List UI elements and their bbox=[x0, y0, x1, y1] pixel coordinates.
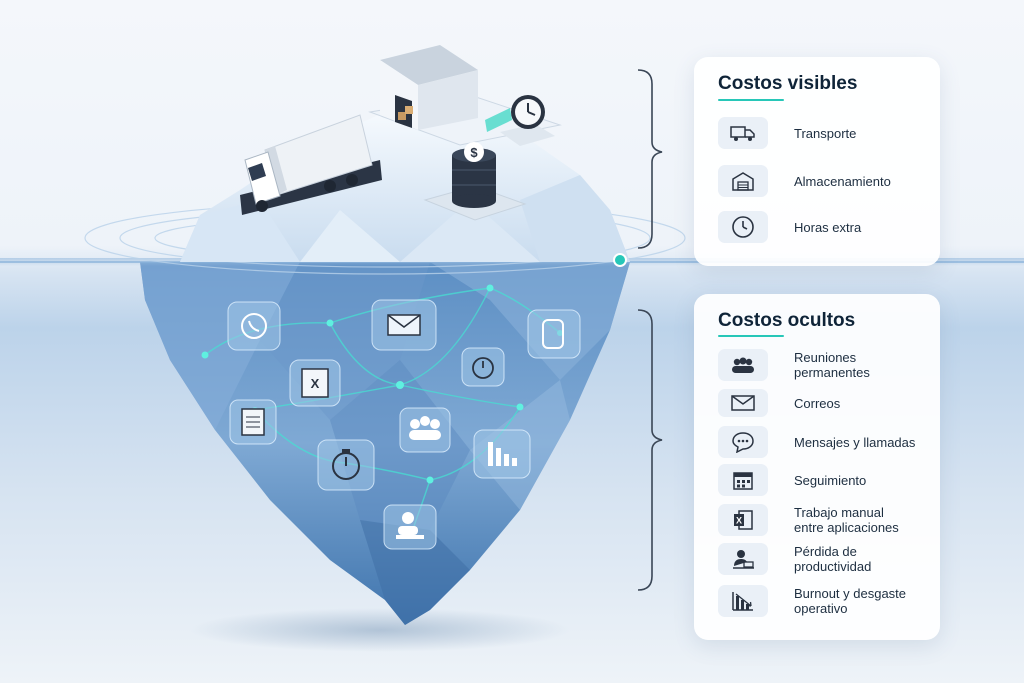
stopwatch-tile bbox=[317, 439, 375, 491]
visible-title-underline bbox=[718, 99, 784, 101]
hidden-costs-title: Costos ocultos bbox=[718, 310, 856, 331]
phone-tile bbox=[527, 309, 581, 359]
hidden-item-label: Pérdida de productividad bbox=[794, 544, 872, 574]
excel-tile: X bbox=[289, 359, 341, 407]
underwater-tiles: X bbox=[227, 299, 581, 550]
person-laptop-icon bbox=[396, 512, 424, 539]
hidden-costs-card: Costos ocultos Reuniones permanentes Cor… bbox=[694, 294, 940, 640]
hidden-item-label: Seguimiento bbox=[794, 472, 867, 488]
visible-costs-card: Costos visibles Transporte Almacenamient… bbox=[694, 57, 940, 266]
hidden-item-label: Trabajo manual entre aplicaciones bbox=[794, 505, 899, 535]
person-laptop-tile bbox=[383, 504, 437, 550]
document-tile bbox=[229, 399, 277, 445]
chat-bubble-icon bbox=[718, 426, 768, 458]
hidden-item-label: Burnout y desgaste operativo bbox=[794, 586, 907, 616]
visible-item-horas-extra: Horas extra bbox=[718, 211, 861, 243]
envelope-icon bbox=[387, 314, 421, 336]
people-icon bbox=[718, 349, 768, 381]
envelope-icon bbox=[718, 389, 768, 417]
svg-text:$: $ bbox=[470, 145, 478, 160]
hidden-item-label: Reuniones permanentes bbox=[794, 350, 870, 380]
people-icon bbox=[409, 416, 441, 440]
truck-icon bbox=[718, 117, 768, 149]
hidden-item-mensajes: Mensajes y llamadas bbox=[718, 426, 915, 458]
people-tile bbox=[399, 407, 451, 453]
visible-item-almacenamiento: Almacenamiento bbox=[718, 165, 891, 197]
hidden-item-label: Mensajes y llamadas bbox=[794, 434, 916, 450]
person-laptop-icon bbox=[718, 543, 768, 575]
stopwatch-icon bbox=[472, 357, 494, 379]
visible-item-transporte: Transporte bbox=[718, 117, 856, 149]
document-icon bbox=[241, 408, 265, 436]
hidden-item-reuniones: Reuniones permanentes bbox=[718, 349, 870, 381]
hidden-title-underline bbox=[718, 335, 784, 337]
hidden-item-burnout: Burnout y desgaste operativo bbox=[718, 585, 906, 617]
iceberg-top bbox=[180, 110, 630, 262]
visible-item-label: Almacenamiento bbox=[794, 173, 891, 189]
whatsapp-tile bbox=[227, 301, 281, 351]
visible-item-label: Transporte bbox=[794, 125, 857, 141]
visible-item-label: Horas extra bbox=[794, 219, 862, 235]
visible-costs-title: Costos visibles bbox=[718, 73, 858, 94]
hidden-item-perdida: Pérdida de productividad bbox=[718, 543, 871, 575]
hidden-item-correos: Correos bbox=[718, 389, 840, 417]
excel-icon: X bbox=[718, 504, 768, 536]
coin-stack-illustration: $ bbox=[423, 142, 527, 221]
svg-text:X: X bbox=[736, 516, 742, 526]
declining-chart-icon bbox=[718, 585, 768, 617]
clock-icon bbox=[718, 211, 768, 243]
email-tile bbox=[371, 299, 437, 351]
chart-tile bbox=[473, 429, 531, 479]
clock-illustration bbox=[500, 95, 555, 146]
bracket-hidden bbox=[637, 309, 663, 591]
bracket-visible bbox=[637, 69, 663, 249]
phone-icon bbox=[542, 319, 564, 349]
calendar-icon bbox=[718, 464, 768, 496]
iceberg-shadow bbox=[190, 608, 570, 652]
truck-illustration bbox=[240, 114, 382, 215]
whatsapp-icon bbox=[241, 313, 267, 339]
warehouse-icon bbox=[718, 165, 768, 197]
hidden-item-seguimiento: Seguimiento bbox=[718, 464, 866, 496]
hidden-item-label: Correos bbox=[794, 395, 841, 411]
excel-icon: X bbox=[301, 368, 329, 398]
hidden-item-trabajo-manual: X Trabajo manual entre aplicaciones bbox=[718, 504, 899, 536]
stopwatch-tile-small bbox=[461, 347, 505, 387]
svg-text:X: X bbox=[311, 376, 320, 391]
declining-chart-icon bbox=[488, 442, 517, 466]
waterline-marker bbox=[613, 253, 627, 267]
warehouse-illustration bbox=[368, 45, 562, 146]
